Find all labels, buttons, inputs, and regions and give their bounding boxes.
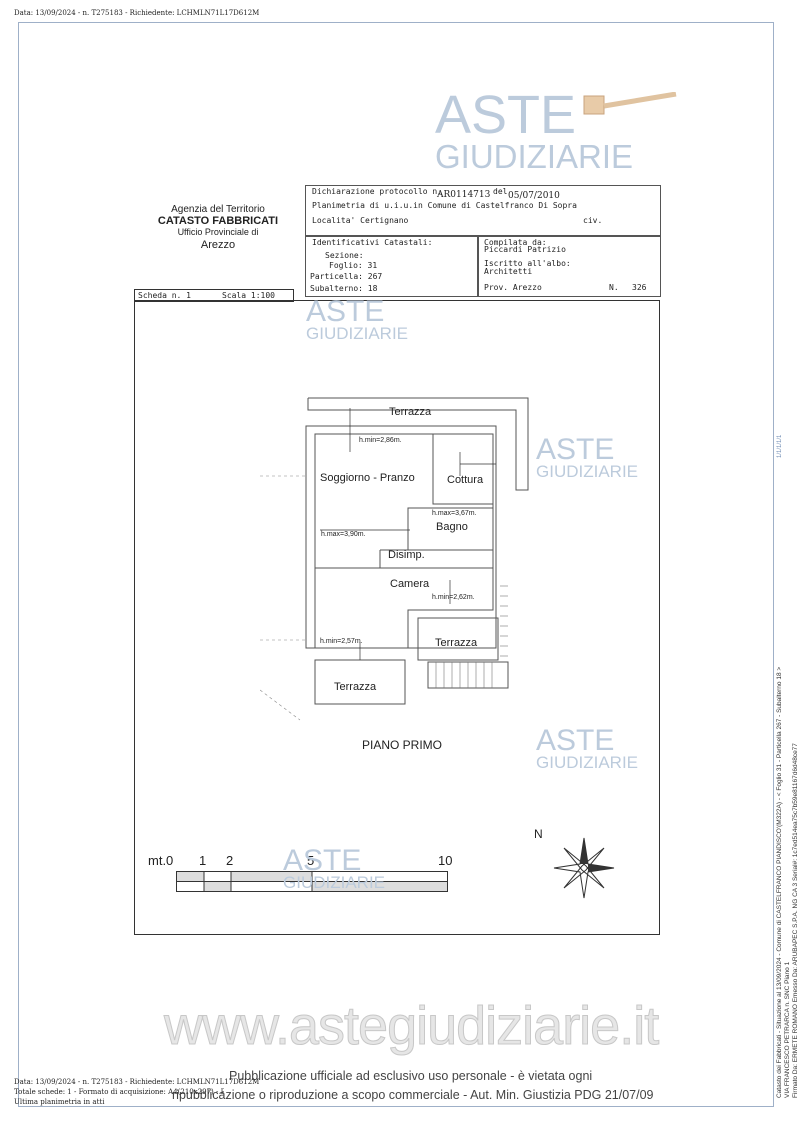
- ufficio-city: Arezzo: [200, 239, 236, 251]
- room-disimp: Disimp.: [388, 549, 425, 561]
- date-value: 05/07/2010: [508, 191, 560, 201]
- albo-value: Architetti: [484, 267, 533, 276]
- watermark-logo-top: ASTE GIUDIZIARIE: [435, 88, 633, 173]
- publication-notice-1: Pubblicazione ufficiale ad esclusivo uso…: [229, 1069, 593, 1083]
- compass-rose-icon: [553, 837, 615, 899]
- footer-line-1: Data: 13/09/2024 - n. T275183 - Richiede…: [14, 1078, 260, 1086]
- height-min-1: h.min=2,86m.: [359, 437, 402, 444]
- watermark-aste-text: ASTE: [536, 724, 615, 757]
- date-label: del: [493, 187, 508, 196]
- identifiers-title: Identificativi Catastali:: [312, 238, 433, 247]
- scale-bar-graphic: [176, 871, 448, 892]
- foglio-label: Foglio: 31: [329, 261, 378, 270]
- particella-label: Particella: 267: [310, 272, 383, 281]
- albo-label: Iscritto all'albo:: [484, 259, 571, 268]
- watermark-giudiziarie-text: GIUDIZIARIE: [435, 138, 634, 175]
- side-vertical-1: Catasto dei Fabbricati - Situazione al 1…: [776, 666, 783, 1098]
- scheda-number: Scheda n. 1: [138, 291, 191, 300]
- floor-plan: [260, 397, 529, 721]
- room-bagno: Bagno: [436, 521, 468, 533]
- footer-line-3: Ultima planimetria in atti: [14, 1098, 105, 1106]
- page-frame: [18, 22, 774, 1107]
- watermark-logo-right: ASTE GIUDIZIARIE: [536, 433, 639, 481]
- protocol-label: Dichiarazione protocollo n.: [312, 187, 443, 196]
- floor-label: PIANO PRIMO: [362, 738, 443, 752]
- room-soggiorno: Soggiorno - Pranzo: [320, 472, 415, 484]
- watermark-aste-text: ASTE: [435, 85, 577, 145]
- room-terrazza-right: Terrazza: [435, 637, 478, 649]
- height-max-2: h.max=3,90m.: [321, 531, 366, 538]
- catasto-title: CATASTO FABBRICATI: [157, 215, 279, 227]
- watermark-aste-text: ASTE: [306, 295, 385, 328]
- n-value: 326: [632, 283, 647, 292]
- watermark-giudiziarie-text: GIUDIZIARIE: [536, 462, 639, 481]
- watermark-logo-scale: ASTE GIUDIZIARIE: [283, 844, 386, 892]
- identifiers-box: [305, 235, 479, 297]
- sezione-label: Sezione:: [325, 251, 364, 260]
- subalterno-label: Subalterno: 18: [310, 284, 378, 293]
- compiler-box: [477, 235, 661, 297]
- watermark-logo-frame: ASTE GIUDIZIARIE: [306, 295, 409, 343]
- scale-tick-0: mt.0: [148, 853, 174, 868]
- height-max-1: h.max=3,67m.: [432, 510, 477, 517]
- footer-line-2: Totale schede: 1 - Formato di acquisizio…: [14, 1088, 224, 1096]
- side-small-text: 1/1/1/1/1: [777, 434, 783, 458]
- drawing-frame: [134, 300, 660, 935]
- scale-tick-10: 10: [438, 853, 453, 868]
- civ-label: civ.: [583, 216, 603, 225]
- watermark-giudiziarie-text: GIUDIZIARIE: [306, 324, 409, 343]
- locality-label: Localita' Certignano: [312, 216, 409, 225]
- room-cottura: Cottura: [447, 474, 484, 486]
- planimetry-label: Planimetria di u.i.u.in Comune di Castel…: [312, 201, 577, 210]
- protocol-value: AR0114713: [437, 190, 491, 200]
- scale-tick-5: 5: [307, 853, 315, 868]
- compiler-name: Piccardi Patrizio: [484, 245, 566, 254]
- watermark-aste-text: ASTE: [536, 433, 615, 466]
- side-vertical-3: Firmato Da: ERMETE ROMANO Emesso Da: ARU…: [792, 743, 799, 1098]
- watermark-logo-right-2: ASTE GIUDIZIARIE: [536, 724, 639, 772]
- scale-tick-2: 2: [226, 853, 234, 868]
- prov-label: Prov. Arezzo: [484, 283, 542, 292]
- declaration-box: [305, 185, 661, 237]
- height-min-3: h.min=2,57m.: [320, 638, 363, 645]
- compiler-title: Compilata da:: [484, 238, 547, 247]
- watermark-url: www.astegiudiziarie.it: [163, 996, 659, 1057]
- room-terrazza-bottom: Terrazza: [334, 681, 377, 693]
- side-vertical-2: VIA FRANCESCO PETRARCA n. SNC Piano 1: [784, 961, 791, 1098]
- ufficio-label: Ufficio Provinciale di: [177, 227, 259, 237]
- gavel-icon: [583, 92, 677, 115]
- watermark-giudiziarie-text: GIUDIZIARIE: [536, 753, 639, 772]
- room-camera: Camera: [390, 578, 430, 590]
- watermark-aste-text: ASTE: [283, 844, 362, 877]
- agency-block: Agenzia del Territorio CATASTO FABBRICAT…: [128, 204, 308, 251]
- watermark-giudiziarie-text: GIUDIZIARIE: [283, 873, 386, 892]
- scale-tick-1: 1: [199, 853, 207, 868]
- scheda-scale: Scala 1:100: [222, 291, 275, 300]
- room-terrazza-top: Terrazza: [389, 406, 432, 418]
- agency-name: Agenzia del Territorio: [171, 204, 265, 215]
- height-min-2: h.min=2,62m.: [432, 594, 475, 601]
- scheda-box: [134, 289, 294, 302]
- north-label: N: [534, 827, 543, 841]
- header-meta: Data: 13/09/2024 - n. T275183 - Richiede…: [14, 9, 260, 17]
- publication-notice-2: ripubblicazione o riproduzione a scopo c…: [172, 1088, 654, 1102]
- n-label: N.: [609, 283, 619, 292]
